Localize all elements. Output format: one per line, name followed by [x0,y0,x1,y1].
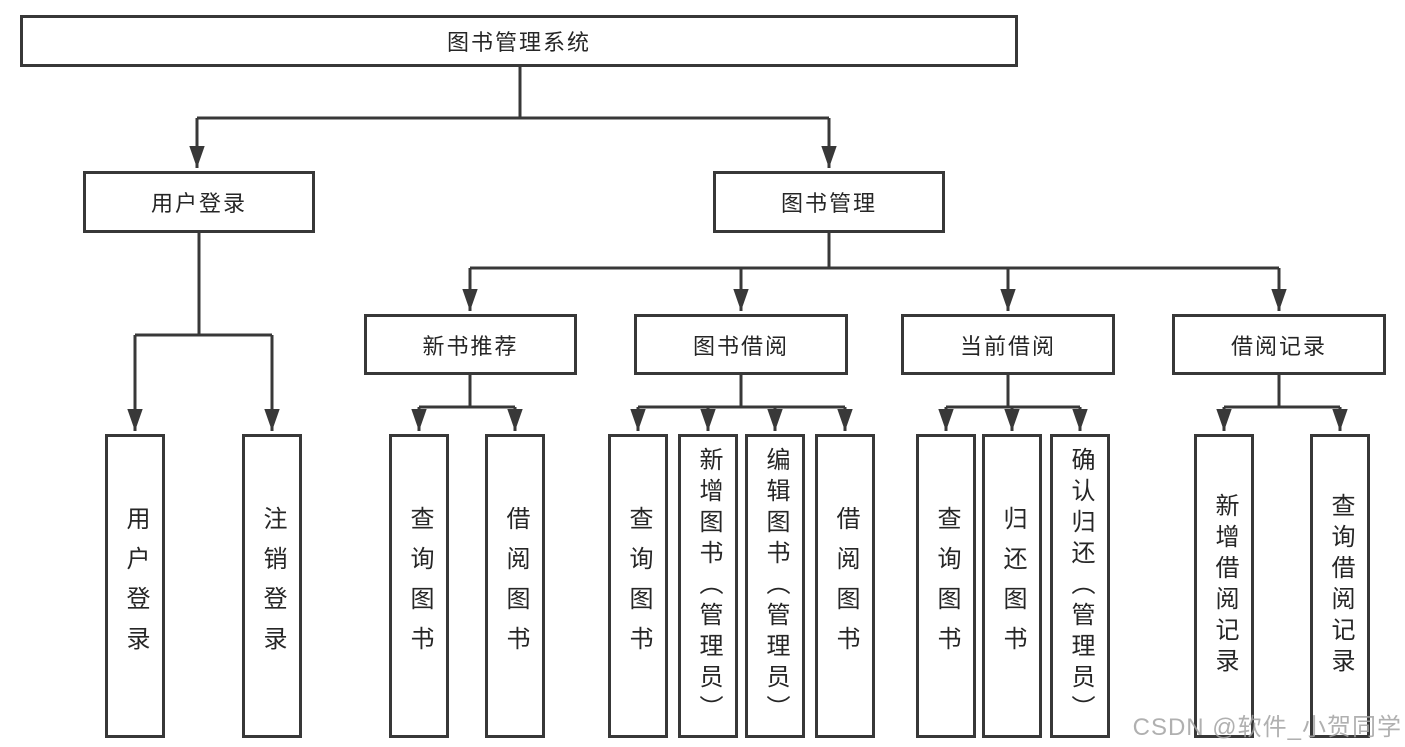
node-current-borrow: 当前借阅 [901,314,1115,375]
node-root-system: 图书管理系统 [20,15,1018,67]
leaf-bb-edit-books-admin: 编辑图书（管理员） [745,434,805,738]
leaf-bb-borrow-books-label: 借阅图书 [832,506,859,666]
leaf-br-add-record: 新增借阅记录 [1194,434,1254,738]
node-current-borrow-label: 当前借阅 [959,333,1056,359]
leaf-cb-return-books: 归还图书 [982,434,1042,738]
leaf-logout: 注销登录 [242,434,302,738]
node-book-borrow: 图书借阅 [634,314,848,375]
leaf-bb-add-books-admin-label: 新增图书（管理员） [695,446,722,726]
node-book-borrow-label: 图书借阅 [692,333,789,359]
leaf-bb-add-books-admin: 新增图书（管理员） [678,434,738,738]
leaf-cb-confirm-return-admin-label: 确认归还（管理员） [1067,446,1094,726]
node-book-management: 图书管理 [713,171,945,233]
node-new-book-recommend: 新书推荐 [364,314,577,375]
node-borrow-records: 借阅记录 [1172,314,1386,375]
leaf-nb-borrow-books: 借阅图书 [485,434,545,738]
leaf-bb-query-books-label: 查询图书 [625,506,652,666]
leaf-user-login-label: 用户登录 [122,506,149,666]
leaf-nb-query-books: 查询图书 [389,434,449,738]
leaf-br-query-record: 查询借阅记录 [1310,434,1370,738]
leaf-nb-query-books-label: 查询图书 [406,506,433,666]
leaf-bb-query-books: 查询图书 [608,434,668,738]
leaf-bb-edit-books-admin-label: 编辑图书（管理员） [762,446,789,726]
leaf-cb-query-books: 查询图书 [916,434,976,738]
node-user-login: 用户登录 [83,171,315,233]
node-borrow-records-label: 借阅记录 [1230,333,1327,359]
leaf-br-query-record-label: 查询借阅记录 [1327,493,1354,679]
leaf-logout-label: 注销登录 [259,506,286,666]
leaf-bb-borrow-books: 借阅图书 [815,434,875,738]
leaf-cb-confirm-return-admin: 确认归还（管理员） [1050,434,1110,738]
node-user-login-label: 用户登录 [150,191,247,216]
leaf-br-add-record-label: 新增借阅记录 [1211,493,1238,679]
node-new-book-recommend-label: 新书推荐 [422,333,519,359]
csdn-watermark: CSDN @软件_小贺同学 [1132,714,1402,741]
node-book-management-label: 图书管理 [780,191,877,216]
node-root-label: 图书管理系统 [446,30,591,55]
leaf-cb-query-books-label: 查询图书 [933,506,960,666]
leaf-user-login: 用户登录 [105,434,165,738]
leaf-nb-borrow-books-label: 借阅图书 [502,506,529,666]
leaf-cb-return-books-label: 归还图书 [999,506,1026,666]
